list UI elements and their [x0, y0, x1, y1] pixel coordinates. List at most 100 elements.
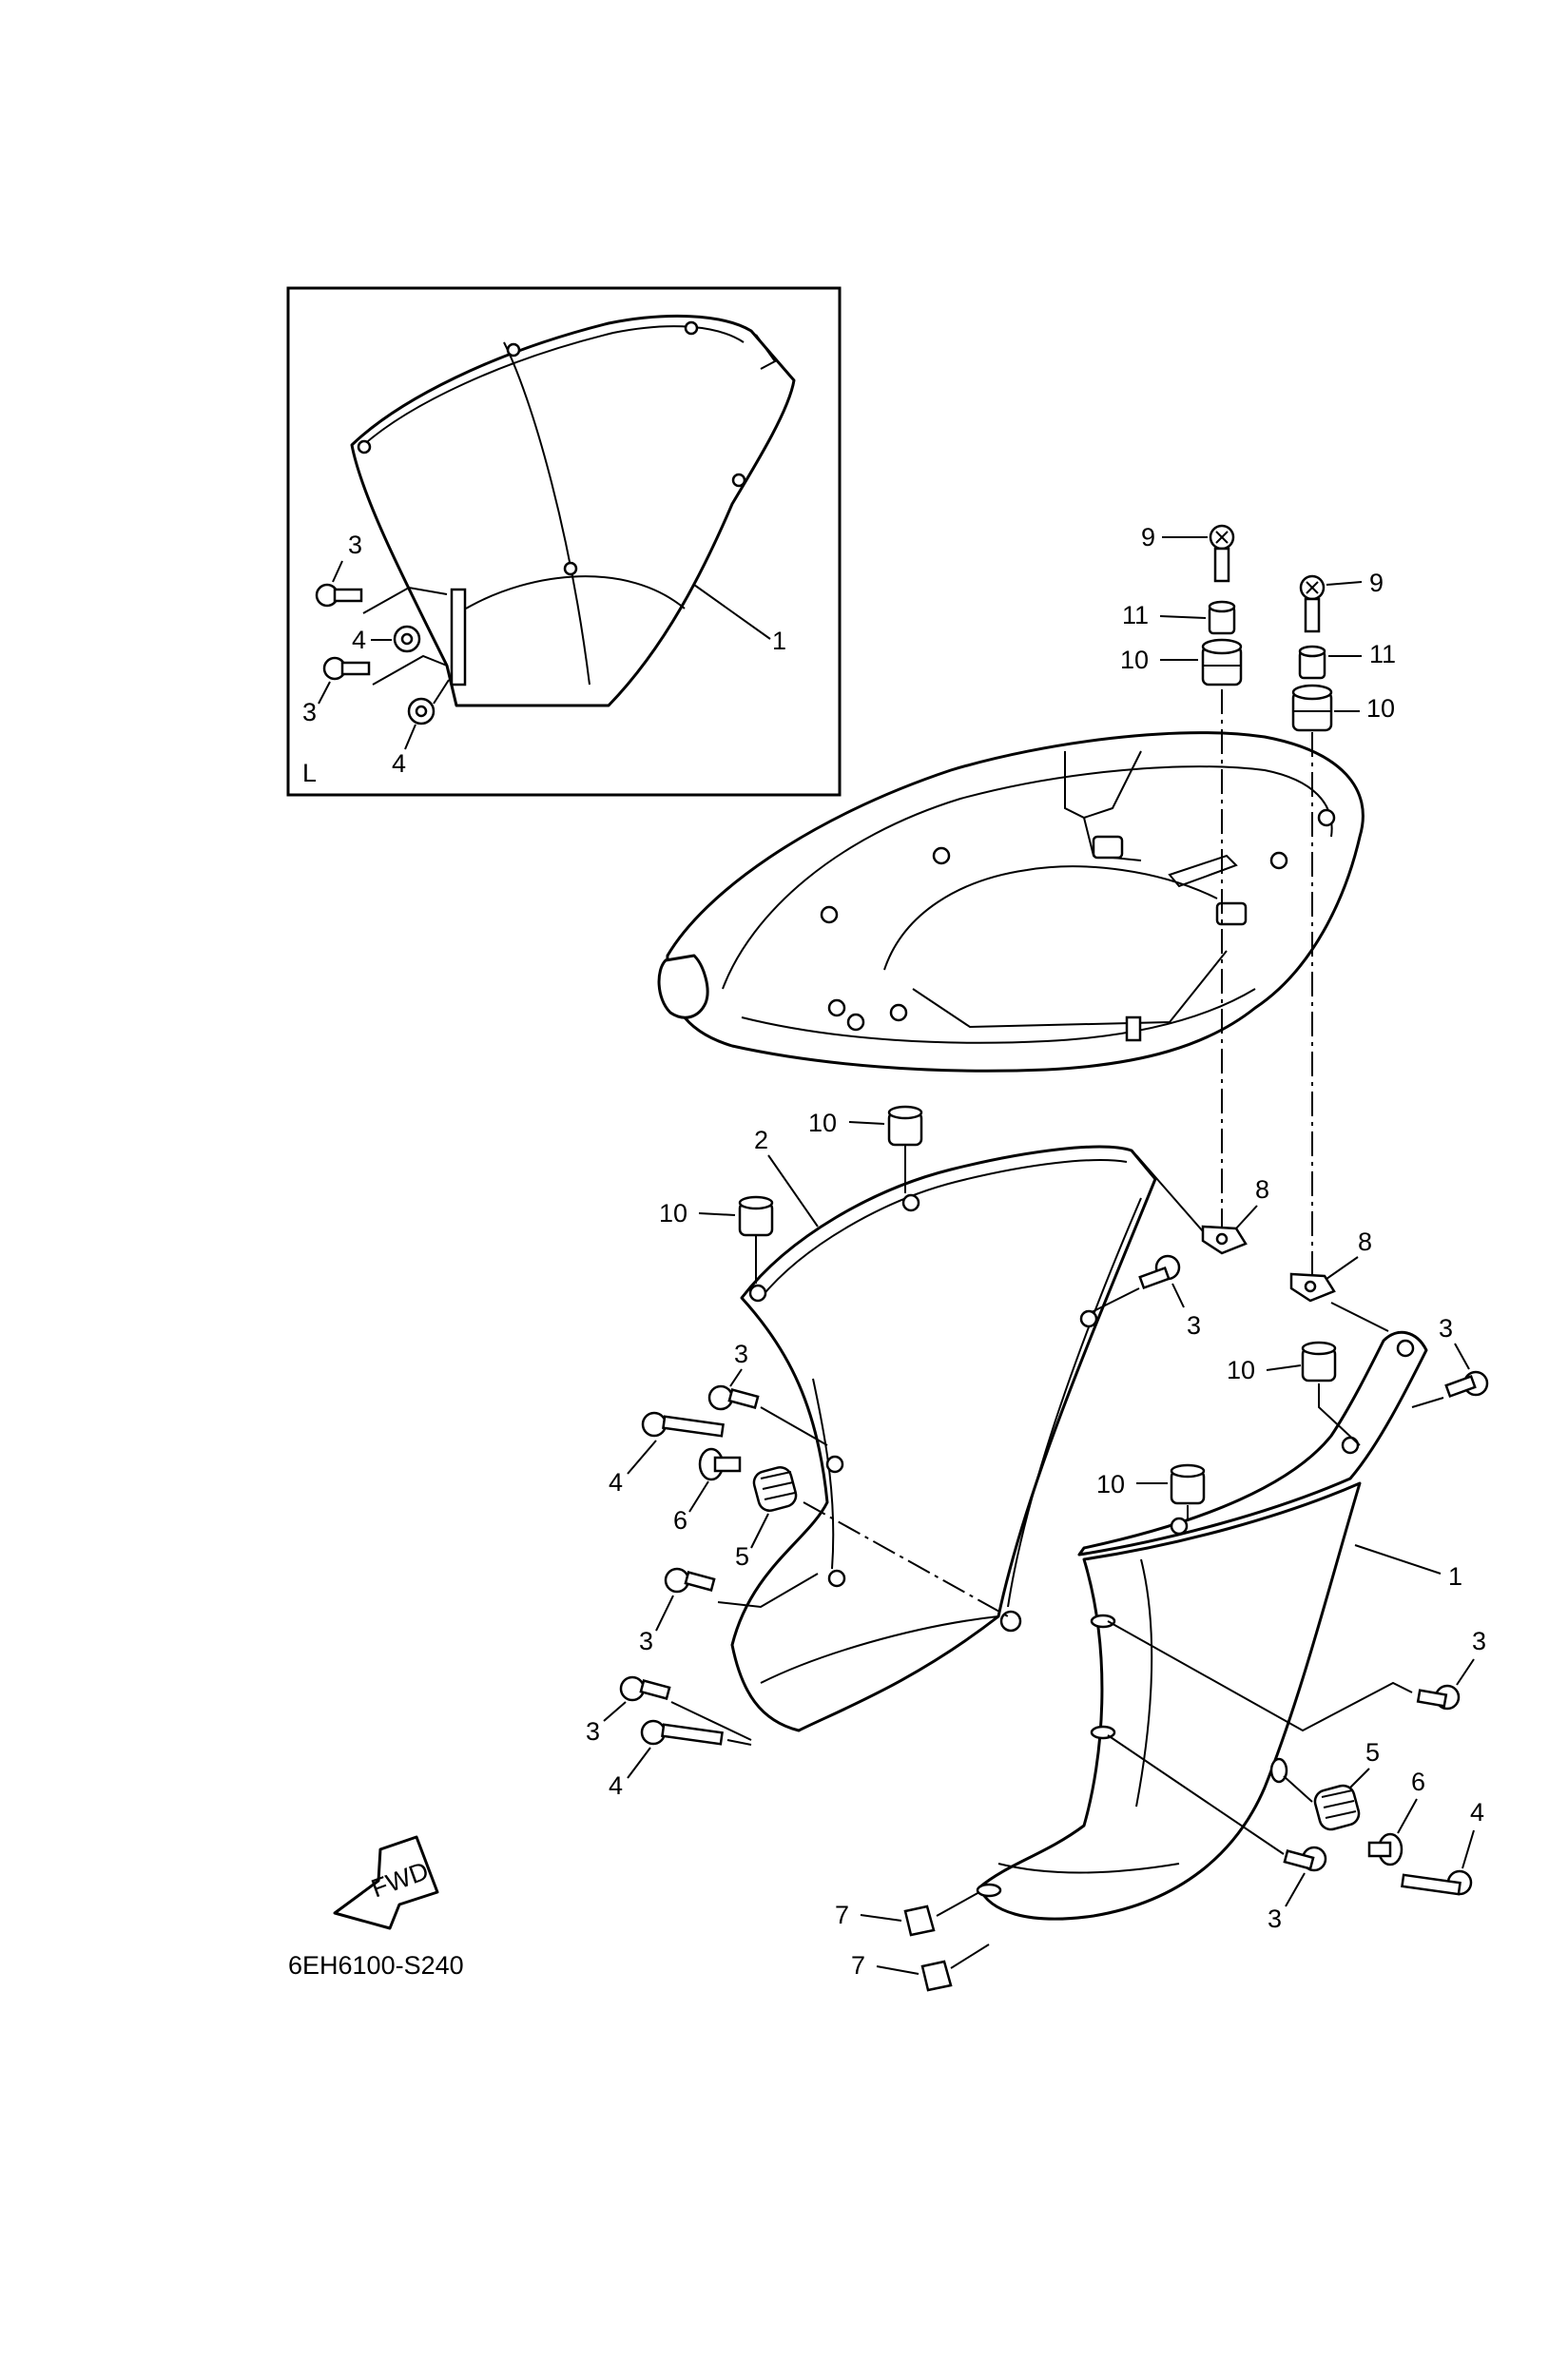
- leader-nut-left: [1235, 1205, 1258, 1229]
- leader-bolt-port-a-path: [760, 1406, 828, 1446]
- leader-bolt-right-top-path: [1411, 1397, 1444, 1408]
- bolt-port-c: [619, 1675, 671, 1702]
- bolt-stbd: [1416, 1684, 1461, 1711]
- leader-washer-b: [1397, 1798, 1418, 1834]
- leader-grommet-port: [698, 1212, 736, 1216]
- callout-screw-right: 9: [1369, 569, 1384, 597]
- inset-nut-a: [393, 625, 421, 653]
- collar-left: [1208, 600, 1236, 635]
- bolt-stbd-low: [1283, 1846, 1327, 1872]
- damper-a: [752, 1465, 798, 1513]
- screw-left: [1209, 524, 1235, 583]
- callout-inset-nut-a: 4: [352, 626, 366, 654]
- leader-clip-b-path: [950, 1943, 990, 1969]
- washer-b: [1367, 1832, 1403, 1866]
- grommet-left: [1201, 638, 1243, 686]
- diagram-code: 6EH6100-S240: [288, 1951, 464, 1980]
- leader-bolt-stbd-low-path: [1107, 1734, 1285, 1855]
- washer-a: [698, 1447, 742, 1481]
- leader-bolt-center-path: [1091, 1287, 1140, 1313]
- callout-grommet-right: 10: [1366, 694, 1395, 723]
- leader-inset-bolt-b: [318, 681, 331, 705]
- screw-right: [1299, 574, 1326, 633]
- callout-bolt-long-a: 4: [609, 1468, 623, 1497]
- leader-grommet-mid-down: [1318, 1383, 1361, 1446]
- callout-damper-a: 5: [735, 1542, 749, 1571]
- cowling-tray: [657, 731, 1365, 1073]
- leader-inset-nut-b: [404, 724, 416, 750]
- leader-washer-a: [688, 1480, 709, 1513]
- leader-bolt-long-c: [1462, 1829, 1475, 1869]
- callout-screw-left: 9: [1141, 523, 1155, 551]
- bolt-port-b: [664, 1567, 716, 1594]
- fwd-arrow-icon: FWD: [333, 1835, 439, 1930]
- leader-nut-right-path: [1330, 1302, 1389, 1332]
- bolt-center: [1138, 1254, 1181, 1290]
- leader-port-cover: [767, 1154, 819, 1228]
- bolt-right-top: [1444, 1370, 1489, 1399]
- grommet-top: [887, 1105, 923, 1147]
- callout-grommet-left: 10: [1120, 646, 1149, 674]
- callout-clip-a: 7: [835, 1901, 849, 1929]
- callout-inset-bolt-a: 3: [348, 531, 362, 559]
- callout-washer-a: 6: [673, 1506, 687, 1535]
- callout-inset-cover: 1: [772, 627, 786, 655]
- grommet-right: [1291, 684, 1333, 732]
- bolt-port-a: [707, 1384, 760, 1411]
- callout-grommet-port: 10: [659, 1199, 687, 1228]
- leader-grommet-mid: [1266, 1364, 1302, 1371]
- callout-bolt-long-b: 4: [609, 1771, 623, 1800]
- leader-bolt-port-c: [603, 1701, 627, 1722]
- clip-b: [920, 1960, 953, 1992]
- leader-inset-cover: [693, 584, 771, 640]
- leader-bolt-port-b-path: [717, 1573, 819, 1609]
- leader-inset-bolt-a: [332, 560, 343, 583]
- callout-nut-right: 8: [1358, 1228, 1372, 1256]
- inset-panel: L 1 3 4: [286, 286, 842, 797]
- leader-bolt-long-a: [627, 1440, 657, 1475]
- leader-inset-nut-b-path: [433, 679, 450, 705]
- leader-inset-bolt-b-path: [372, 654, 448, 686]
- leader-bolt-port-c-path: [670, 1701, 752, 1741]
- bolt-long-b: [640, 1719, 724, 1746]
- callout-bolt-stbd-low: 3: [1268, 1905, 1282, 1933]
- leader-clip-a: [860, 1914, 902, 1922]
- callout-damper-b: 5: [1365, 1738, 1380, 1767]
- leader-clip-a-path: [936, 1891, 980, 1917]
- inset-nut-b: [407, 697, 436, 725]
- leader-bolt-stbd-low: [1285, 1872, 1306, 1907]
- bolt-long-a: [641, 1411, 725, 1438]
- callout-inset-nut-b: 4: [392, 749, 406, 778]
- grommet-lower: [1170, 1463, 1206, 1505]
- inset-bolt-b: [322, 656, 371, 681]
- grommet-port: [738, 1195, 774, 1237]
- bolt-long-c: [1401, 1869, 1473, 1896]
- collar-right: [1298, 645, 1326, 680]
- callout-grommet-mid: 10: [1227, 1356, 1255, 1384]
- nut-right: [1289, 1272, 1336, 1303]
- callout-grommet-top: 10: [808, 1109, 837, 1137]
- callout-bolt-port-a: 3: [734, 1340, 748, 1368]
- leader-nut-right: [1326, 1256, 1359, 1280]
- inset-bottom-cowling: [350, 314, 796, 707]
- inset-side-label: L: [302, 759, 317, 787]
- leader-bolt-stbd-path: [1107, 1620, 1413, 1732]
- callout-washer-b: 6: [1411, 1768, 1425, 1796]
- inset-bolt-a: [315, 583, 363, 608]
- callout-collar-right: 11: [1369, 640, 1396, 668]
- leader-grommet-top: [848, 1121, 885, 1125]
- nut-left: [1201, 1225, 1248, 1255]
- callout-grommet-lower: 10: [1096, 1470, 1125, 1499]
- leader-clip-b: [876, 1965, 920, 1975]
- leader-starboard-cover: [1354, 1544, 1442, 1575]
- leader-bolt-right-top: [1454, 1343, 1470, 1370]
- callout-bolt-center: 3: [1187, 1311, 1201, 1340]
- leader-bolt-port-b: [655, 1595, 674, 1632]
- leader-collar-left: [1159, 615, 1207, 619]
- leader-bolt-long-b: [627, 1747, 651, 1779]
- grommet-mid: [1301, 1341, 1337, 1383]
- port-side-cover: [730, 1145, 1157, 1732]
- leader-bolt-center: [1171, 1283, 1185, 1308]
- callout-clip-b: 7: [851, 1951, 865, 1980]
